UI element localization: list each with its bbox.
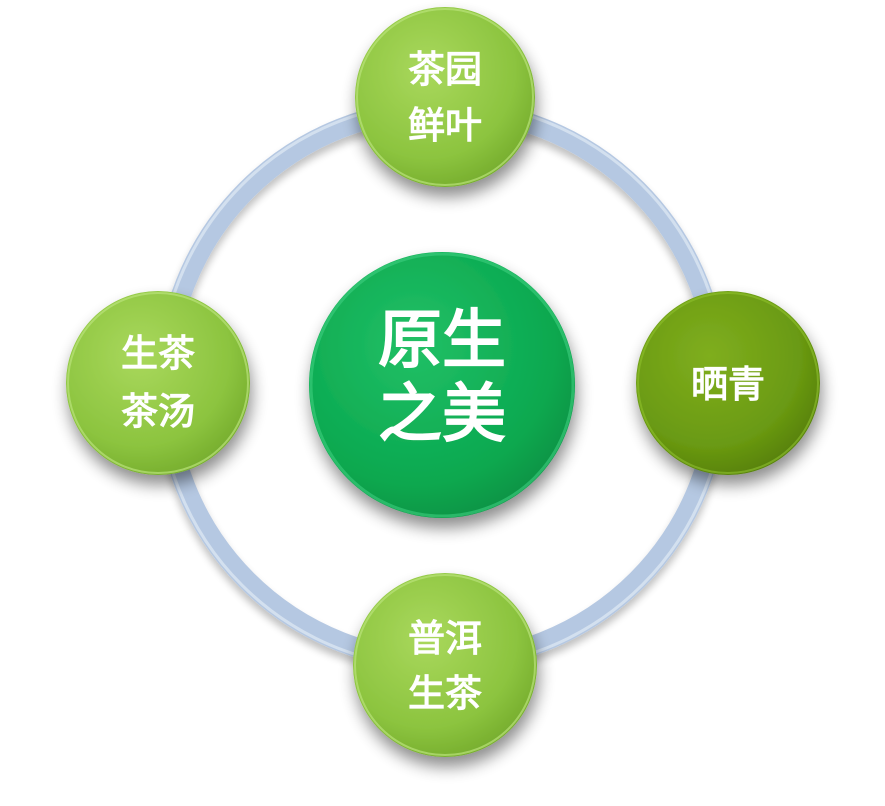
node-left-label-line1: 生茶 — [121, 332, 196, 375]
center-label-line1: 原生 — [378, 304, 506, 378]
node-top-label-line1: 茶园 — [408, 48, 482, 91]
node-top-label-line2: 鲜叶 — [408, 104, 482, 147]
center-node — [309, 252, 575, 518]
node-top — [355, 7, 535, 187]
node-bottom-label-line1: 普洱 — [408, 617, 482, 660]
node-right — [636, 291, 820, 475]
center-label-line2: 之美 — [378, 378, 506, 452]
node-bottom — [353, 573, 537, 757]
node-right-label: 晒青 — [691, 363, 765, 406]
node-left — [66, 291, 250, 475]
node-bottom-label-line2: 生茶 — [408, 672, 483, 715]
node-left-label-line2: 茶汤 — [121, 390, 195, 433]
